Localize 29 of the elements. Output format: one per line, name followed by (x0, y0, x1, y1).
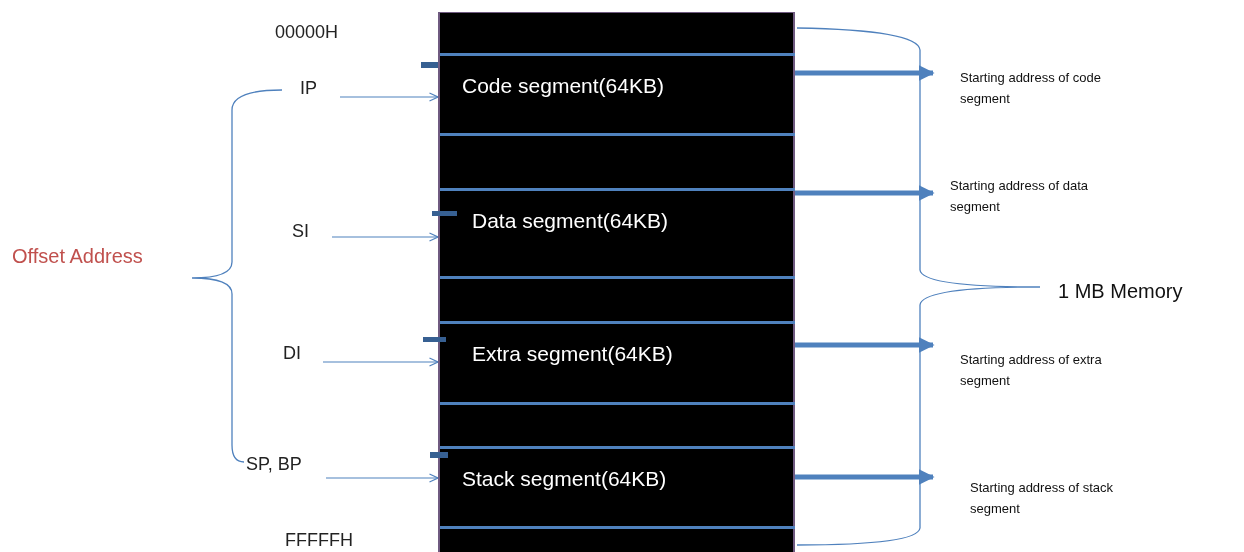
address-note: Starting address of data segment (935, 176, 1115, 218)
memory-size-label: 1 MB Memory (1058, 280, 1183, 303)
memory-segment (440, 53, 795, 136)
thick-arrow (795, 469, 935, 485)
arrow (325, 473, 439, 483)
thick-arrow (795, 185, 935, 201)
register-label: DI (283, 343, 323, 364)
address-note: Starting address of stack segment (935, 478, 1135, 520)
thick-arrow (795, 65, 935, 81)
segment-label: Code segment(64KB) (462, 74, 664, 98)
memory-segment (440, 188, 795, 279)
thick-arrow (795, 337, 935, 353)
address-label: FFFFFH (285, 530, 353, 551)
memory-segment (440, 321, 795, 405)
register-label: SP, BP (246, 454, 326, 475)
register-label: IP (300, 78, 340, 99)
memory-segment (440, 446, 795, 529)
address-note: Starting address of code segment (935, 68, 1125, 110)
segment-label: Stack segment(64KB) (462, 467, 667, 491)
segment-label: Data segment(64KB) (472, 209, 669, 233)
memory-block (438, 12, 795, 552)
address-label: 00000H (275, 22, 339, 43)
arrow (322, 357, 439, 367)
register-label: SI (292, 221, 332, 242)
arrow (331, 232, 439, 242)
arrow (339, 92, 439, 102)
offset-address-label: Offset Address (12, 245, 143, 268)
address-note: Starting address of extra segment (935, 350, 1125, 392)
segment-label: Extra segment(64KB) (472, 342, 673, 366)
